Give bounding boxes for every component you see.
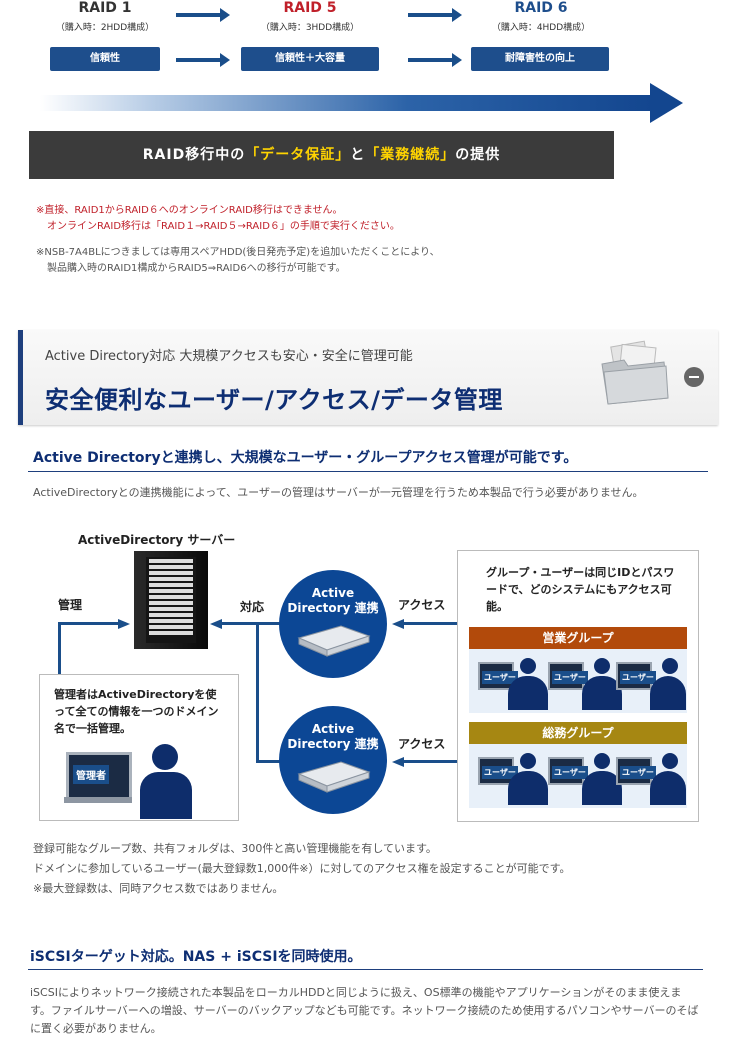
connector-line xyxy=(400,760,458,763)
connector-line xyxy=(256,622,259,762)
arrow-left-icon xyxy=(210,619,222,629)
connector-line xyxy=(58,622,120,625)
user-person-body xyxy=(508,676,548,710)
user-tag: ユーザー xyxy=(620,766,656,779)
banner-mid: と xyxy=(350,147,366,163)
ad-link-circle-2: Active Directory 連携 xyxy=(279,706,387,814)
banner-post: の提供 xyxy=(455,147,501,163)
group-header-general: 総務グループ xyxy=(469,722,687,744)
raid6-title: RAID 6 xyxy=(514,0,568,16)
ad-outro-2: ドメインに参加しているユーザー(最大登録数1,000件※）に対してのアクセス権を… xyxy=(33,862,571,875)
note-red-1: ※直接、RAID1からRAID６へのオンラインRAID移行はできません。 xyxy=(36,205,343,216)
user-person-body xyxy=(582,771,622,805)
raid6-button: 耐障害性の向上 xyxy=(471,47,609,71)
raid1-button: 信頼性 xyxy=(50,47,160,71)
connector-line xyxy=(220,622,280,625)
banner-highlight-data: 「データ保証」 xyxy=(245,147,351,163)
user-person-icon xyxy=(520,658,536,674)
progress-arrow-head-icon xyxy=(650,83,683,123)
label-access-2: アクセス xyxy=(398,737,446,751)
banner-pre: RAID移行中の xyxy=(142,147,246,163)
user-person-icon xyxy=(594,658,610,674)
group-text: グループ・ユーザーは同じIDとパスワードで、どのシステムにもアクセス可能。 xyxy=(486,566,675,613)
raid1-subtitle: （購入時：2HDD構成） xyxy=(55,23,155,33)
group-header-sales: 営業グループ xyxy=(469,627,687,649)
arrow-left-icon xyxy=(392,619,404,629)
connector-line xyxy=(58,622,61,687)
arrow-right-icon xyxy=(118,619,130,629)
note-grey-2: 製品購入時のRAID1構成からRAID5⇒RAID6への移行が可能です。 xyxy=(47,263,346,274)
note-red-2: オンラインRAID移行は「RAID１→RAID５→RAID６」の手順で実行くださ… xyxy=(47,221,400,232)
server-rack-icon xyxy=(134,551,208,649)
arrow-right-icon xyxy=(408,53,462,67)
label-taiou: 対応 xyxy=(240,600,265,614)
raid6-subtitle: （購入時：4HDD構成） xyxy=(491,23,591,33)
iscsi-heading: iSCSIターゲット対応。NAS + iSCSIを同時使用。 xyxy=(30,949,362,965)
user-person-icon xyxy=(594,753,610,769)
progress-arrow-bar xyxy=(40,95,652,111)
nas-device-icon xyxy=(297,625,371,657)
ad-intro: ActiveDirectoryとの連携機能によって、ユーザーの管理はサーバーが一… xyxy=(33,486,644,499)
arrow-right-icon xyxy=(408,8,462,22)
section-kicker: Active Directory対応 大規模アクセスも安心・安全に管理可能 xyxy=(45,349,413,364)
raid1-title: RAID 1 xyxy=(78,0,132,16)
ad-outro-1: 登録可能なグループ数、共有フォルダは、300件と高い管理機能を有しています。 xyxy=(33,842,437,855)
raid5-button: 信頼性＋大容量 xyxy=(241,47,379,71)
admin-tag: 管理者 xyxy=(73,765,109,784)
iscsi-heading-divider xyxy=(28,969,703,970)
ad-heading-divider xyxy=(28,471,708,472)
user-person-body xyxy=(650,771,686,805)
user-person-body xyxy=(508,771,548,805)
ad-link-line1: Active xyxy=(311,722,355,736)
nas-device-icon xyxy=(297,761,371,793)
user-person-body xyxy=(582,676,622,710)
user-person-icon xyxy=(662,753,678,769)
admin-text: 管理者はActiveDirectoryを使って全ての情報を一つのドメイン名で一括… xyxy=(54,688,219,735)
label-access-1: アクセス xyxy=(398,598,446,612)
user-tag: ユーザー xyxy=(482,671,518,684)
user-tag: ユーザー xyxy=(552,766,588,779)
admin-person-body xyxy=(140,772,192,819)
server-label: ActiveDirectory サーバー xyxy=(78,533,236,547)
ad-link-line2: Directory 連携 xyxy=(287,601,379,615)
user-person-body xyxy=(650,676,686,710)
user-tag: ユーザー xyxy=(482,766,518,779)
iscsi-text: iSCSIによりネットワーク接続された本製品をローカルHDDと同じように扱え、O… xyxy=(30,986,699,1035)
ad-heading: Active Directoryと連携し、大規模なユーザー・グループアクセス管理… xyxy=(33,450,578,466)
label-kanri: 管理 xyxy=(58,598,83,612)
note-grey-1: ※NSB-7A4BLにつきましては専用スペアHDD(後日発売予定)を追加いただく… xyxy=(36,247,440,258)
collapse-button[interactable] xyxy=(684,367,704,387)
user-tag: ユーザー xyxy=(552,671,588,684)
raid-banner: RAID移行中の「データ保証」と「業務継続」の提供 xyxy=(29,131,614,179)
connector-line xyxy=(400,622,458,625)
arrow-left-icon xyxy=(392,757,404,767)
banner-highlight-business: 「業務継続」 xyxy=(365,147,456,163)
arrow-right-icon xyxy=(176,8,230,22)
section-title: 安全便利なユーザー/アクセス/データ管理 xyxy=(45,386,503,414)
ad-link-line2: Directory 連携 xyxy=(287,737,379,751)
folder-icon xyxy=(601,340,669,405)
user-person-icon xyxy=(662,658,678,674)
section-header xyxy=(18,330,718,425)
connector-line xyxy=(256,760,280,763)
ad-outro-3: ※最大登録数は、同時アクセス数ではありません。 xyxy=(33,882,284,895)
raid5-subtitle: （購入時：3HDD構成） xyxy=(260,23,360,33)
user-tag: ユーザー xyxy=(620,671,656,684)
admin-keyboard xyxy=(64,797,132,803)
raid5-title: RAID 5 xyxy=(283,0,337,16)
ad-link-circle-1: Active Directory 連携 xyxy=(279,570,387,678)
admin-person-icon xyxy=(152,744,178,770)
user-person-icon xyxy=(520,753,536,769)
arrow-right-icon xyxy=(176,53,230,67)
ad-link-line1: Active xyxy=(311,586,355,600)
